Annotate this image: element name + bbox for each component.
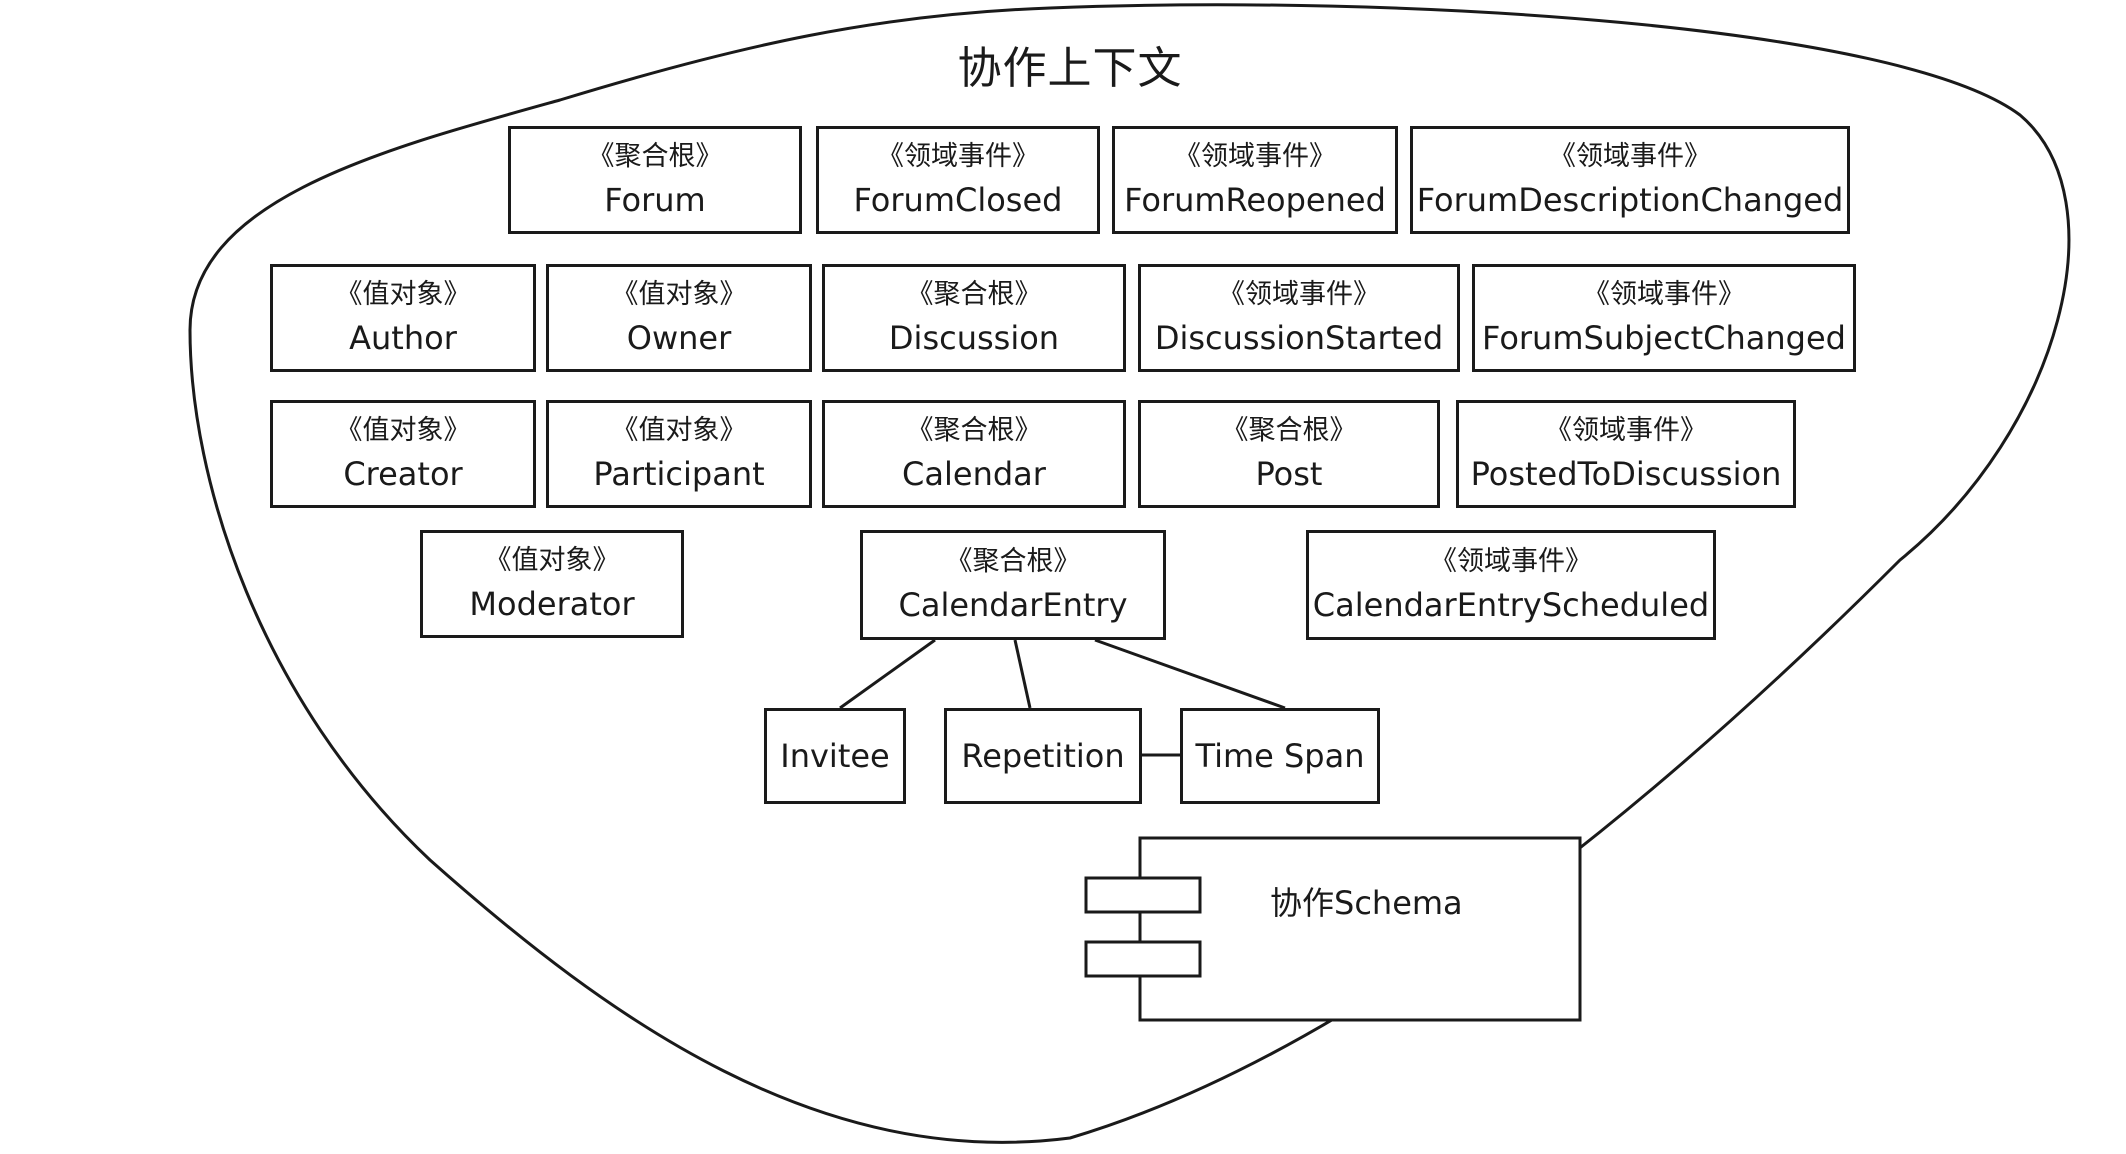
element-name: Moderator — [469, 585, 635, 623]
stereotype-label: 《值对象》 — [484, 545, 620, 576]
value-object-box: 《值对象》 Author — [270, 264, 536, 372]
stereotype-label: 《领域事件》 — [1583, 279, 1745, 310]
element-name: Repetition — [961, 737, 1125, 775]
stereotype-label: 《聚合根》 — [1221, 415, 1357, 446]
value-object-box: 《值对象》 Owner — [546, 264, 812, 372]
aggregate-root-box: 《聚合根》 CalendarEntry — [860, 530, 1166, 640]
domain-event-box: 《领域事件》 CalendarEntryScheduled — [1306, 530, 1716, 640]
stereotype-label: 《聚合根》 — [906, 415, 1042, 446]
element-name: Author — [349, 319, 457, 357]
element-name: CalendarEntryScheduled — [1312, 586, 1710, 624]
stereotype-label: 《聚合根》 — [945, 546, 1081, 577]
domain-event-box: 《领域事件》 PostedToDiscussion — [1456, 400, 1796, 508]
invitee-box: Invitee — [764, 708, 906, 804]
component-port-upper — [1084, 876, 1202, 914]
element-name: ForumClosed — [853, 181, 1063, 219]
domain-event-box: 《领域事件》 ForumReopened — [1112, 126, 1398, 234]
domain-event-box: 《领域事件》 DiscussionStarted — [1138, 264, 1460, 372]
element-name: Creator — [343, 455, 463, 493]
domain-event-box: 《领域事件》 ForumSubjectChanged — [1472, 264, 1856, 372]
domain-event-box: 《领域事件》 ForumClosed — [816, 126, 1100, 234]
component-body — [1138, 836, 1582, 1022]
bounded-context-boundary — [188, 3, 2071, 1144]
stereotype-label: 《领域事件》 — [1430, 546, 1592, 577]
stereotype-label: 《领域事件》 — [1218, 279, 1380, 310]
stereotype-label: 《值对象》 — [611, 279, 747, 310]
value-object-box: 《值对象》 Participant — [546, 400, 812, 508]
stereotype-label: 《聚合根》 — [587, 141, 723, 172]
element-name: CalendarEntry — [898, 586, 1128, 624]
stereotype-label: 《领域事件》 — [1174, 141, 1336, 172]
aggregate-root-box: 《聚合根》 Post — [1138, 400, 1440, 508]
aggregate-root-box: 《聚合根》 Forum — [508, 126, 802, 234]
element-name: Discussion — [888, 319, 1060, 357]
stereotype-label: 《值对象》 — [335, 279, 471, 310]
aggregate-root-box: 《聚合根》 Calendar — [822, 400, 1126, 508]
repetition-box: Repetition — [944, 708, 1142, 804]
element-name: Forum — [604, 181, 706, 219]
connector-entry-invitee — [839, 638, 936, 710]
aggregate-root-box: 《聚合根》 Discussion — [822, 264, 1126, 372]
component-label: 协作Schema — [1270, 884, 1463, 922]
context-title: 协作上下文 — [957, 43, 1183, 94]
stereotype-label: 《领域事件》 — [1545, 415, 1707, 446]
element-name: Time Span — [1195, 737, 1365, 775]
element-name: Post — [1255, 455, 1323, 493]
element-name: DiscussionStarted — [1154, 319, 1444, 357]
time-span-box: Time Span — [1180, 708, 1380, 804]
stereotype-label: 《聚合根》 — [906, 279, 1042, 310]
connector-entry-timespan — [1094, 638, 1286, 710]
element-name: Owner — [626, 319, 732, 357]
element-name: ForumDescriptionChanged — [1416, 181, 1844, 219]
stereotype-label: 《值对象》 — [611, 415, 747, 446]
connector-entry-repetition — [1013, 639, 1032, 709]
stereotype-label: 《领域事件》 — [1549, 141, 1711, 172]
stereotype-label: 《领域事件》 — [877, 141, 1039, 172]
value-object-box: 《值对象》 Moderator — [420, 530, 684, 638]
element-name: ForumSubjectChanged — [1482, 319, 1846, 357]
component-port-lower — [1084, 940, 1202, 978]
value-object-box: 《值对象》 Creator — [270, 400, 536, 508]
element-name: Invitee — [780, 737, 890, 775]
element-name: Calendar — [902, 455, 1046, 493]
domain-event-box: 《领域事件》 ForumDescriptionChanged — [1410, 126, 1850, 234]
stereotype-label: 《值对象》 — [335, 415, 471, 446]
element-name: PostedToDiscussion — [1470, 455, 1782, 493]
element-name: ForumReopened — [1124, 181, 1386, 219]
element-name: Participant — [593, 455, 765, 493]
